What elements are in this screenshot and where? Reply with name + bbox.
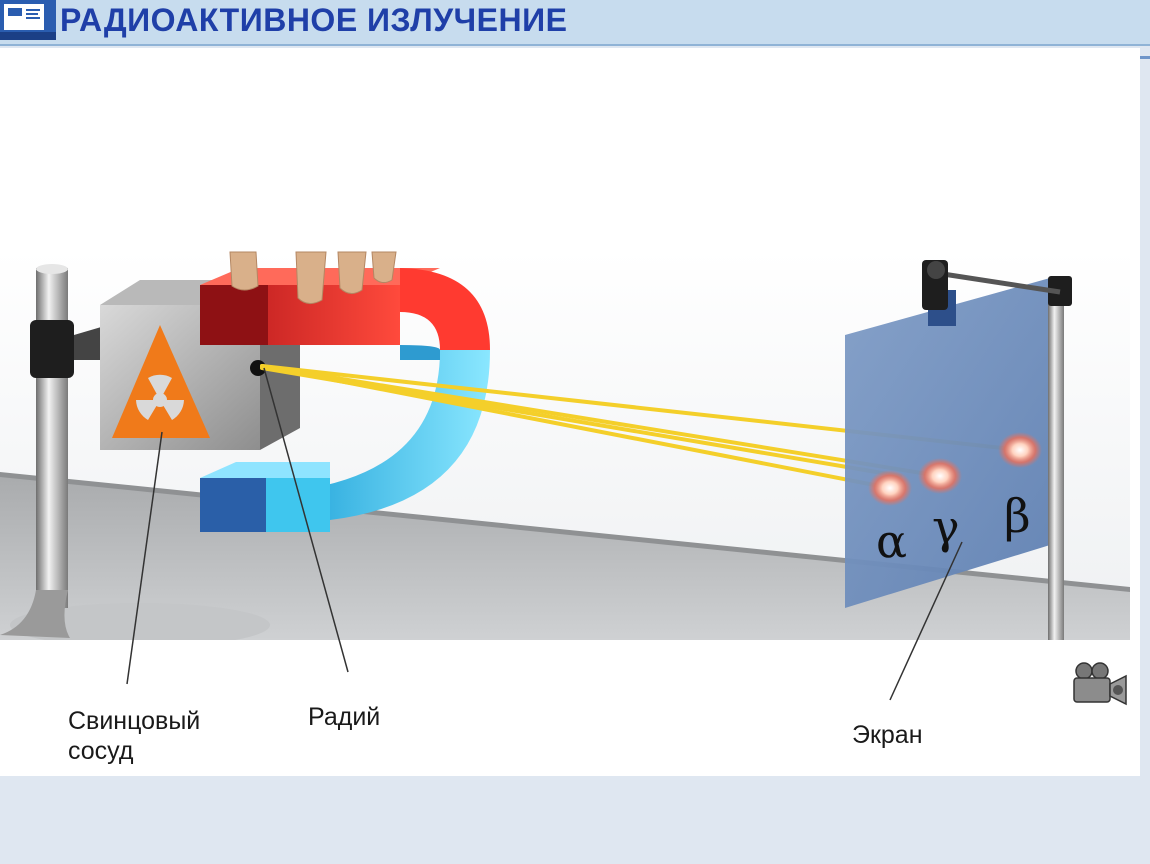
radiation-trefoil-icon <box>112 325 210 438</box>
stand-clamp <box>30 320 74 378</box>
alpha-label: α <box>876 514 907 568</box>
video-camera-icon[interactable] <box>1070 662 1128 708</box>
experiment-illustration: α γ β <box>0 250 1130 640</box>
lead-vessel <box>100 280 300 450</box>
screen: α γ β <box>845 278 1050 608</box>
beta-label: β <box>1004 489 1031 543</box>
beta-spot <box>998 432 1042 468</box>
gamma-label: γ <box>932 500 960 554</box>
page-title: РАДИОАКТИВНОЕ ИЗЛУЧЕНИЕ <box>60 2 568 38</box>
screen-leader <box>889 541 963 701</box>
lead-vessel-label-line2: сосуд <box>68 737 134 765</box>
hand-fingers <box>229 251 397 304</box>
alpha-spot <box>868 470 912 506</box>
lead-vessel-label: Свинцовый сосуд <box>68 706 200 766</box>
stand-base <box>10 603 270 640</box>
gamma-spot <box>918 458 962 494</box>
screen-label: Экран <box>852 721 923 749</box>
lead-vessel-leader <box>126 431 163 685</box>
radium-leader <box>263 367 349 673</box>
right-stand <box>922 260 1072 640</box>
radium-label: Радий <box>308 703 381 731</box>
lead-vessel-label-line1: Свинцовый <box>68 707 201 735</box>
slide-logo-icon <box>0 0 56 40</box>
title-bar: РАДИОАКТИВНОЕ ИЗЛУЧЕНИЕ <box>0 0 1150 46</box>
